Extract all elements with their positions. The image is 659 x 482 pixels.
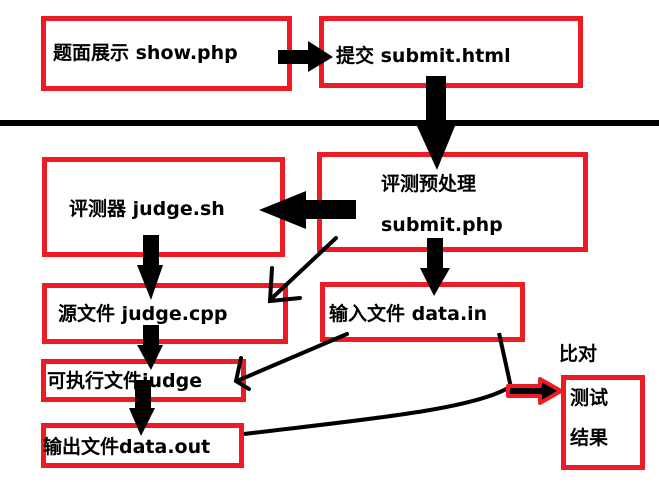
- arrow-preprocess-to-source: [267, 236, 338, 304]
- node-source-cpp: [42, 283, 288, 344]
- arrow-source-to-executable: [137, 325, 163, 370]
- divider-line: [0, 120, 659, 126]
- arrow-executable-to-output: [129, 380, 155, 436]
- label-submit-html: 提交 submit.html: [336, 45, 511, 67]
- label-input-data-in: 输入文件 data.in: [329, 303, 488, 325]
- arrow-preprocess-to-judge-sh: [259, 191, 356, 229]
- label-show-php: 题面展示 show.php: [53, 42, 238, 64]
- node-result: [561, 375, 645, 470]
- arrow-preprocess-to-input: [420, 238, 450, 296]
- label-compare: 比对: [559, 343, 598, 365]
- label-output-data-out: 输出文件data.out: [43, 436, 211, 458]
- label-judge-sh: 评测器 judge.sh: [69, 198, 225, 220]
- label-preprocess-title: 评测预处理: [381, 173, 477, 195]
- label-executable: 可执行文件judge: [47, 370, 203, 392]
- line-output-to-result: [243, 386, 510, 436]
- label-preprocess-file: submit.php: [381, 214, 503, 236]
- label-result-line2: 结果: [570, 427, 609, 449]
- label-source-cpp: 源文件 judge.cpp: [58, 303, 228, 325]
- label-result-line1: 测试: [570, 387, 609, 409]
- line-input-to-result: [497, 332, 514, 393]
- arrow-submit-to-preprocess: [417, 76, 455, 170]
- node-input-data-in: [320, 282, 525, 342]
- arrow-show-to-submit: [278, 41, 333, 72]
- arrow-input-to-executable: [233, 332, 349, 391]
- arrow-compare-to-result: [506, 377, 563, 405]
- arrow-judge-sh-to-source: [137, 235, 163, 300]
